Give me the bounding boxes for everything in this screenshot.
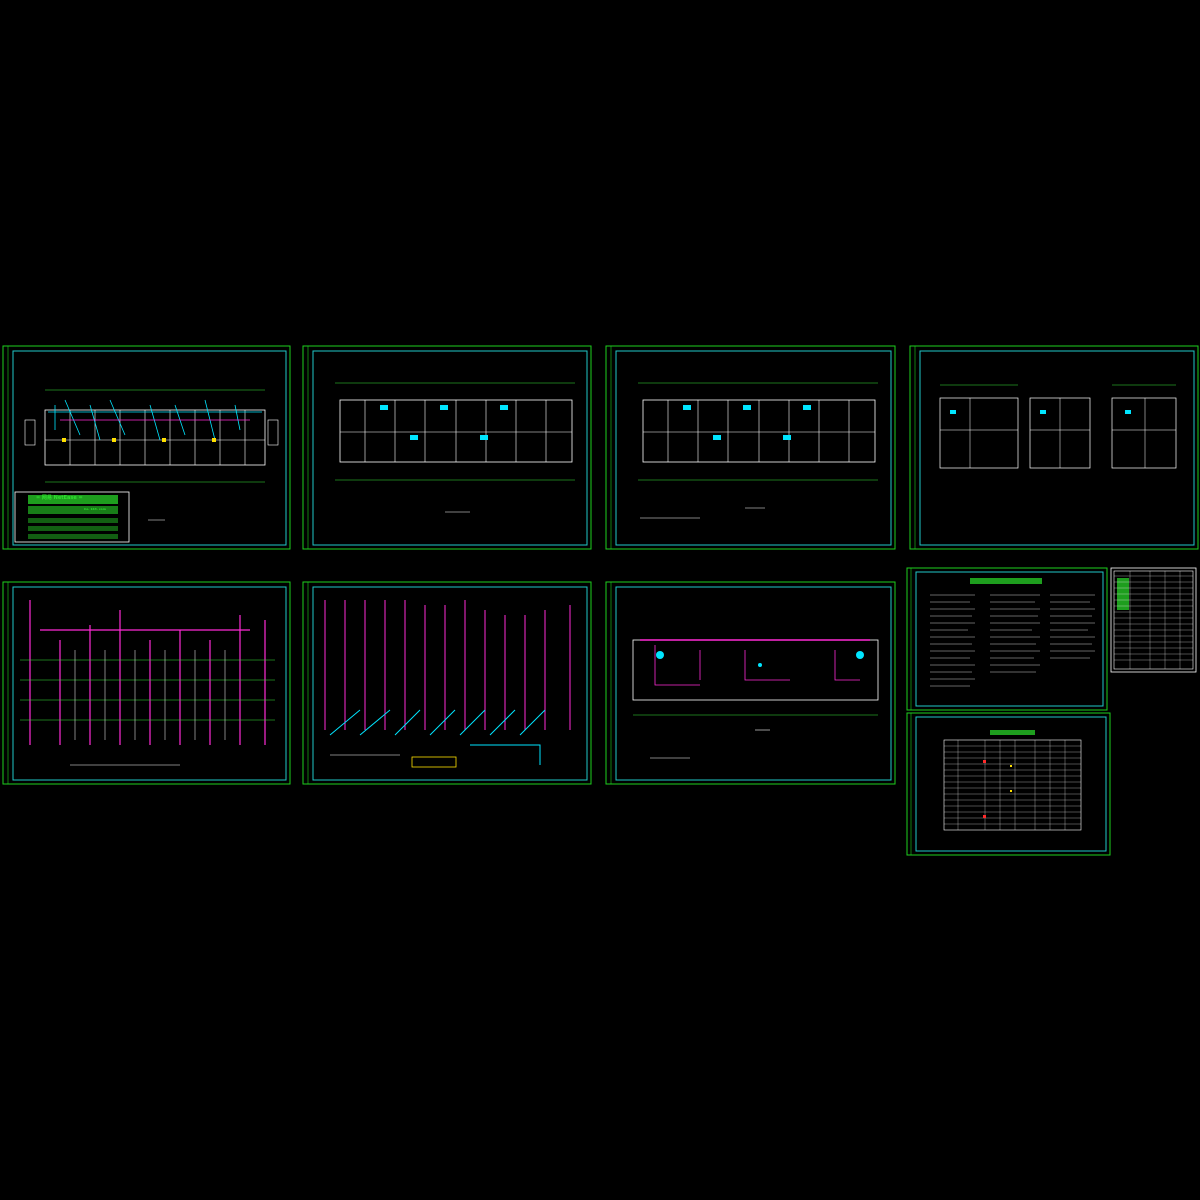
sheet-5-riser [20,600,275,766]
sheet-6-drainage [324,600,571,768]
stamp-line-1: = 网易 NetEase = [36,495,83,501]
sheet-2-plan [335,382,575,513]
sheet-3-plan [638,382,878,519]
sheet-6[interactable] [302,581,592,785]
sheet-1-plan [14,389,279,543]
sheet-2[interactable] [302,345,592,550]
sheet-3[interactable] [605,345,896,550]
sheet-4[interactable] [909,345,1199,550]
sheet-10-index [943,730,1082,831]
sheet-9-table [1114,571,1193,669]
sheet-4-plans [939,384,1177,469]
sheet-8[interactable] [906,567,1108,711]
sheet-7-roof [632,639,879,759]
netease-stamp [14,491,130,543]
sheet-9[interactable] [1110,567,1197,673]
sheet-8-notes [930,578,1095,687]
sheet-5[interactable] [2,581,291,785]
sheet-10[interactable] [906,712,1111,856]
sheet-7[interactable] [605,581,896,785]
stamp-line-2: Co. 163. com [84,507,106,511]
sheet-1[interactable] [2,345,291,550]
